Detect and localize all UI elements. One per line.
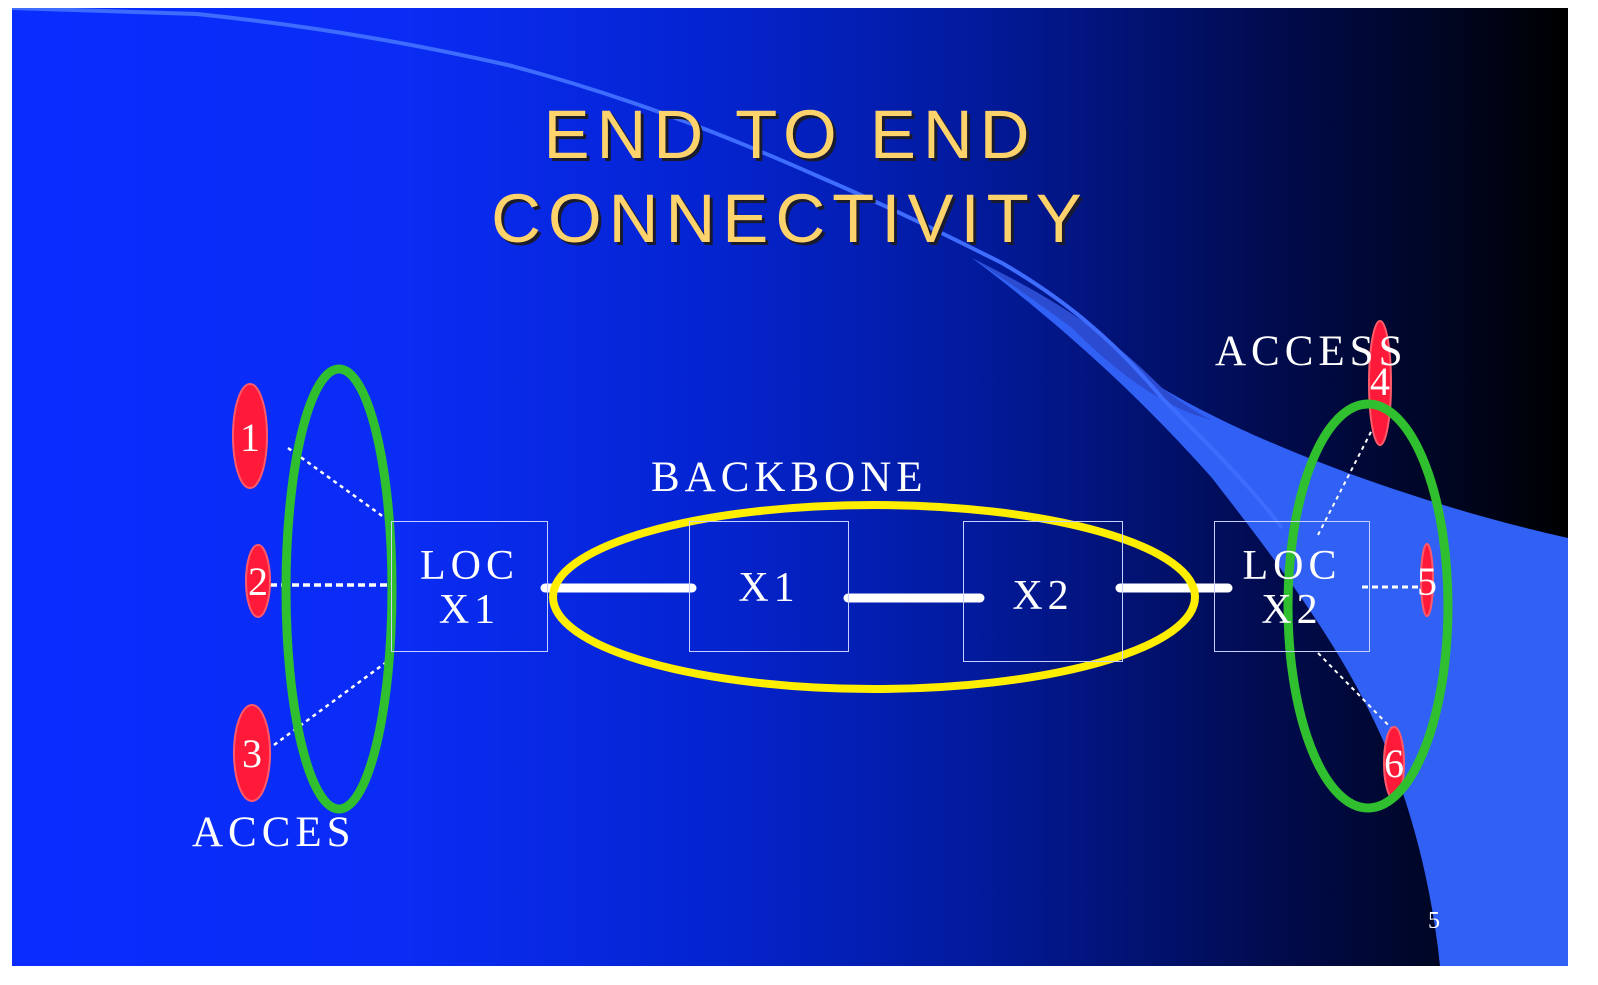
background-curve-line: [12, 8, 1284, 530]
loc-x1-node: LOC X1: [391, 521, 548, 652]
link-3-loc-x1: [273, 656, 393, 747]
endpoint-5-label: 5: [1417, 559, 1437, 604]
access-right-label: ACCESS: [1215, 328, 1408, 375]
endpoint-5-marker: [1420, 543, 1434, 617]
loc-x1-line-2: X1: [438, 587, 501, 634]
backbone-label: BACKBONE: [651, 454, 928, 501]
link-6-loc-x2: [1317, 652, 1396, 733]
backbone-links: [540, 583, 1233, 603]
x2-node: X2: [963, 521, 1123, 662]
right-access-ellipse: [1283, 399, 1453, 813]
link-1-loc-x1: [287, 446, 393, 525]
background-swoosh-shadow: [972, 258, 1212, 420]
loc-x2-node: LOC X2: [1214, 521, 1370, 652]
left-access-links: [270, 446, 393, 747]
x1-node: X1: [689, 521, 849, 652]
slide-title-line-1: END TO END: [543, 96, 1037, 173]
endpoint-6-label: 6: [1384, 741, 1404, 786]
endpoint-1-label: 1: [240, 415, 260, 460]
backbone-ellipse: [549, 501, 1199, 693]
endpoint-4-label: 4: [1370, 359, 1390, 404]
loc-x1-line-1: LOC: [420, 543, 519, 589]
slide-background-swoosh: [12, 8, 1568, 966]
slide-number: 5: [1428, 908, 1440, 934]
endpoint-1-marker: [232, 383, 268, 489]
x2-label: X2: [1012, 573, 1074, 619]
x1-label: X1: [738, 565, 800, 611]
slide: END TO END CONNECTIVITY BACKBONE ACCES A…: [12, 8, 1568, 966]
left-access-ellipse: [281, 364, 397, 814]
loc-x2-line-2: X2: [1261, 587, 1323, 634]
slide-title-line-2: CONNECTIVITY: [491, 180, 1089, 257]
access-left-label: ACCES: [192, 809, 356, 856]
loc-x2-line-1: LOC: [1242, 543, 1342, 589]
endpoint-3-label: 3: [242, 731, 262, 776]
background-swoosh-band: [972, 258, 1568, 966]
endpoint-2-marker: [245, 544, 271, 618]
right-access-links: [1317, 425, 1427, 733]
endpoint-2-label: 2: [248, 559, 268, 604]
endpoint-markers: [232, 320, 1434, 802]
endpoint-3-marker: [233, 704, 271, 802]
